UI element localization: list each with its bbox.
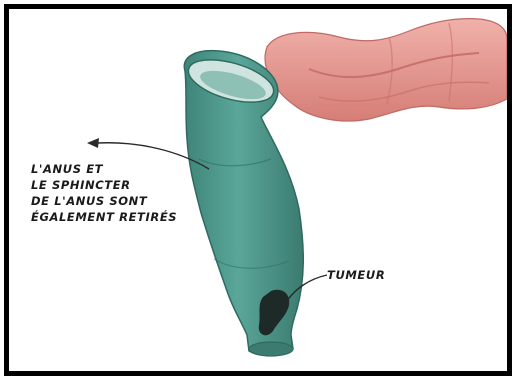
anus-label-line-3: DE L'ANUS SONT bbox=[31, 193, 221, 209]
colon bbox=[265, 19, 507, 121]
tumeur-label: TUMEUR bbox=[327, 267, 385, 283]
anus-label-line-2: LE SPHINCTER bbox=[31, 177, 221, 193]
anus-label-line-1: L'ANUS ET bbox=[31, 161, 221, 177]
diagram-frame: L'ANUS ET LE SPHINCTER DE L'ANUS SONT ÉG… bbox=[4, 4, 512, 376]
anus-label-line-4: ÉGALEMENT RETIRÉS bbox=[31, 209, 221, 225]
anus-sphincter-label: L'ANUS ET LE SPHINCTER DE L'ANUS SONT ÉG… bbox=[31, 161, 221, 225]
